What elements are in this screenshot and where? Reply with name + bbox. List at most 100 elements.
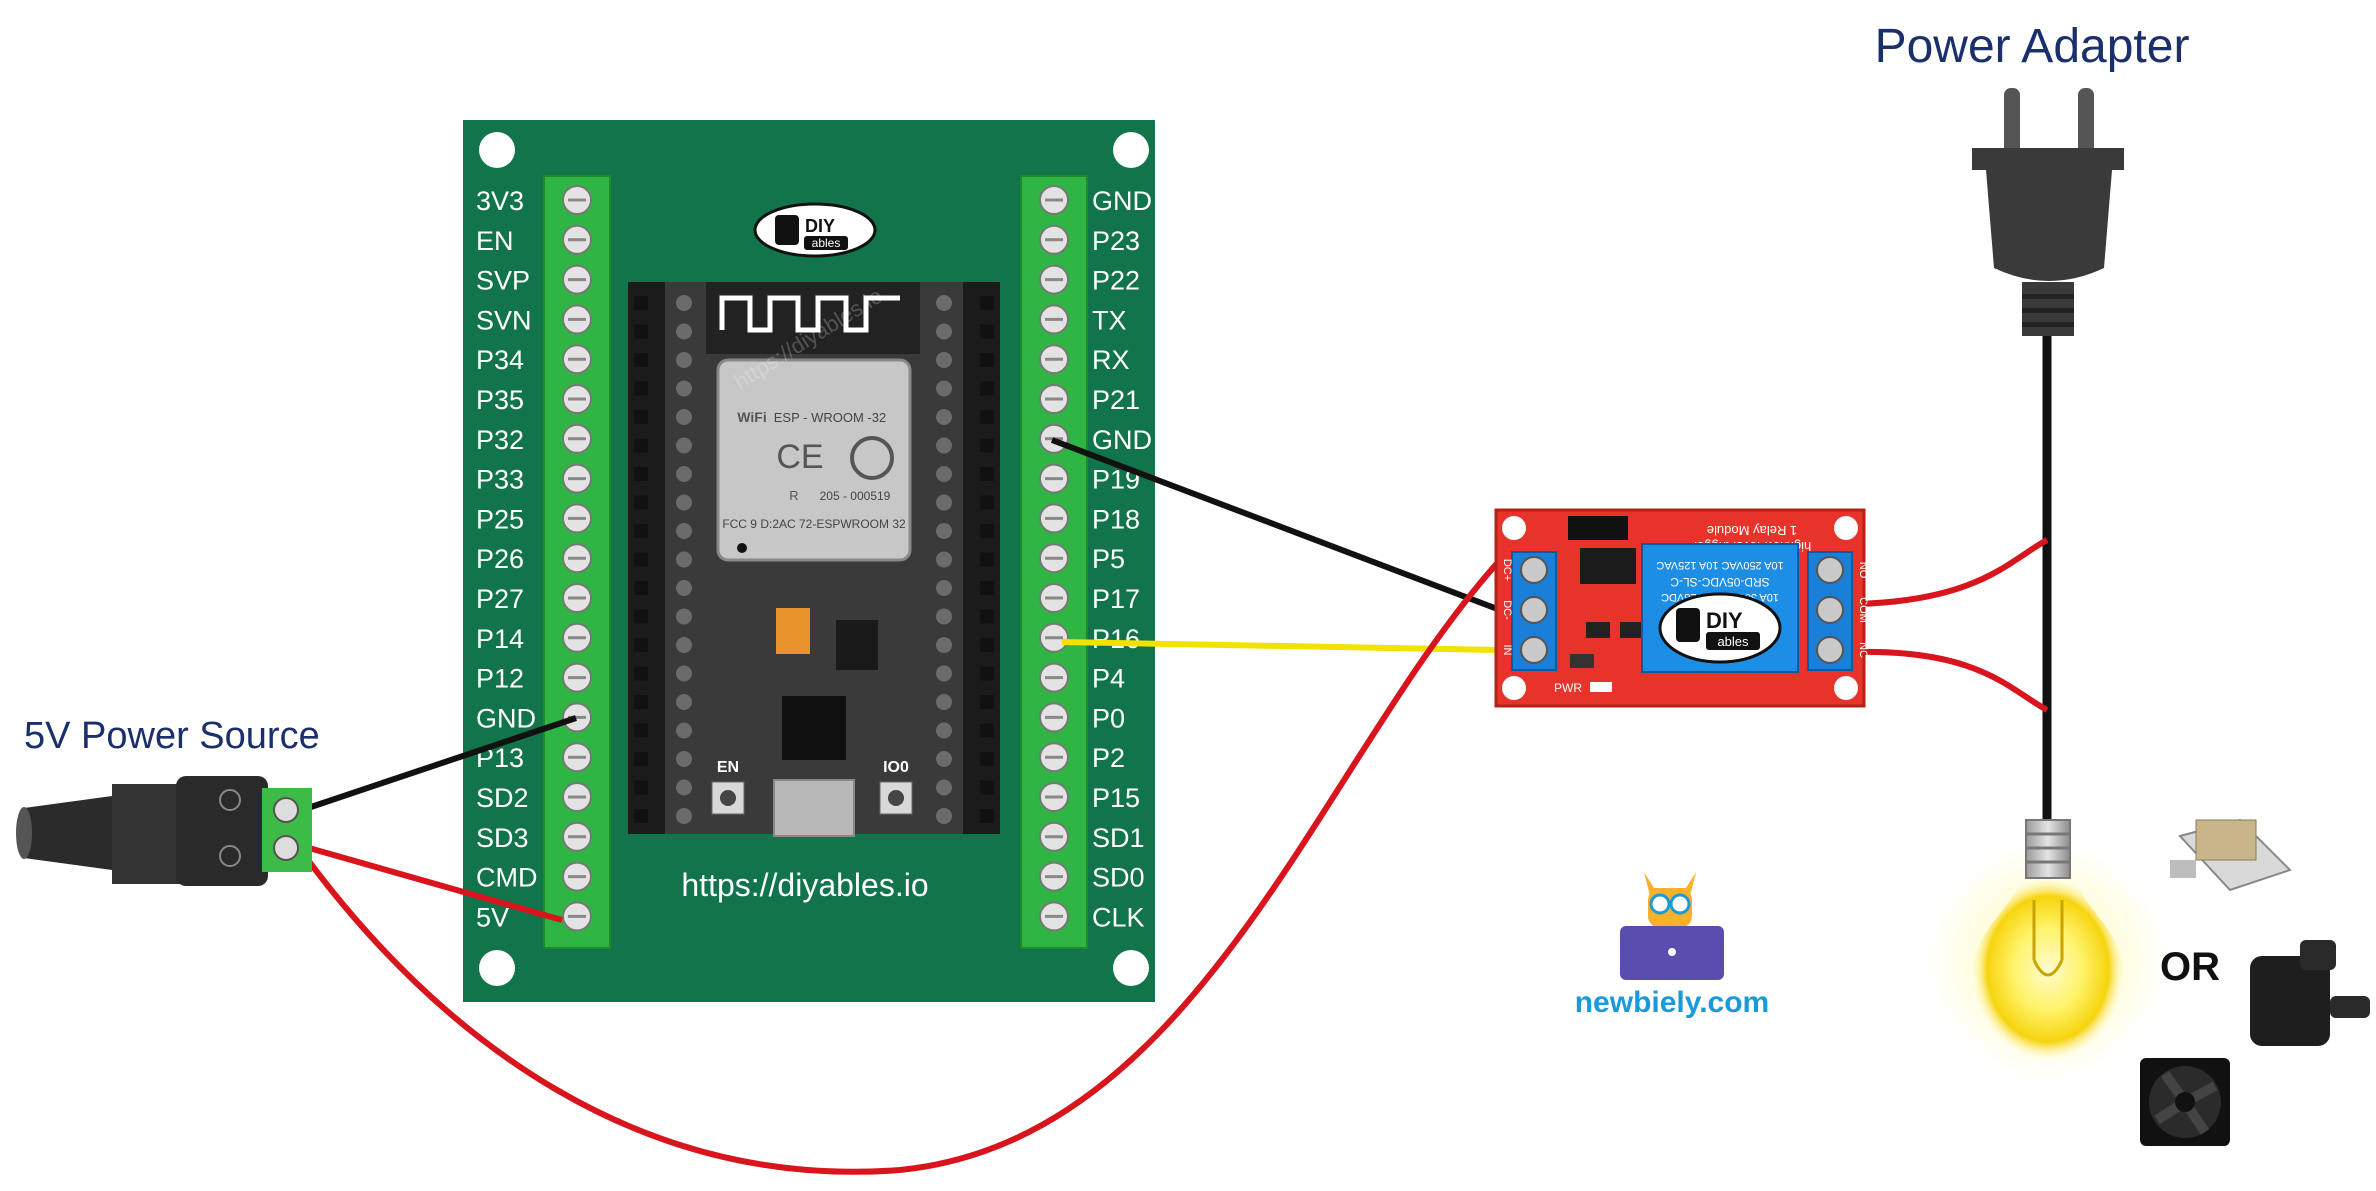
dc-barrel-jack bbox=[16, 776, 312, 886]
header-pad bbox=[676, 380, 692, 397]
right-pin-label: GND bbox=[1092, 425, 1152, 455]
header-pad bbox=[676, 409, 692, 425]
left-pin-label: 5V bbox=[476, 902, 509, 932]
header-pad bbox=[936, 494, 952, 511]
header-pad bbox=[936, 665, 952, 682]
wire-black-gnd-to-relay bbox=[1050, 437, 1502, 613]
left-pin-label: EN bbox=[476, 226, 514, 256]
header-pad bbox=[676, 665, 692, 682]
esp32-devkit: WiFi ESP - WROOM -32 CE R 205 - 000519 F… bbox=[628, 282, 1000, 837]
header-pin bbox=[634, 723, 648, 738]
header-pad bbox=[676, 352, 692, 368]
header-pad bbox=[936, 295, 952, 311]
left-pin-label: SVP bbox=[476, 266, 530, 296]
left-pin-label: SD3 bbox=[476, 823, 529, 853]
polarity-negative-icon bbox=[219, 789, 241, 811]
right-pin-label: P21 bbox=[1092, 385, 1140, 415]
wroom-wifi-mark: WiFi bbox=[737, 409, 766, 425]
header-pin bbox=[980, 381, 994, 396]
capacitor bbox=[776, 608, 810, 654]
header-pad bbox=[676, 779, 692, 796]
plug-prong-left bbox=[2004, 88, 2020, 158]
header-pad bbox=[676, 580, 692, 596]
left-pin-labels: 3V3ENSVPSVNP34P35P32P33P25P26P27P14P12GN… bbox=[476, 186, 538, 932]
wifi-icon bbox=[850, 436, 894, 480]
header-pad bbox=[676, 637, 692, 653]
header-pad bbox=[676, 608, 692, 625]
header-pin bbox=[980, 780, 994, 795]
header-pin bbox=[634, 324, 648, 339]
right-pin-label: SD1 bbox=[1092, 823, 1145, 853]
header-pad bbox=[936, 352, 952, 368]
header-pin bbox=[634, 410, 648, 424]
button-io0[interactable] bbox=[879, 781, 913, 815]
header-pad bbox=[676, 323, 692, 340]
header-pin bbox=[634, 581, 648, 595]
relay-pwr-label: PWR bbox=[1554, 681, 1582, 695]
header-pin bbox=[634, 695, 648, 709]
right-pin-label: P18 bbox=[1092, 504, 1140, 534]
header-pin bbox=[980, 524, 994, 538]
cooling-fan bbox=[2140, 1058, 2230, 1146]
header-pin bbox=[634, 381, 648, 396]
right-pin-label: P17 bbox=[1092, 584, 1140, 614]
pin-headers bbox=[634, 295, 994, 824]
header-pad bbox=[936, 580, 952, 596]
right-terminal-screws bbox=[1039, 185, 1069, 932]
left-pin-label: GND bbox=[476, 703, 536, 733]
board-diyables-logo: DIY ables bbox=[753, 202, 877, 258]
mount-hole-bl bbox=[479, 950, 515, 986]
header-pin bbox=[980, 752, 994, 766]
left-pin-label: SVN bbox=[476, 305, 532, 335]
polarity-positive-icon bbox=[219, 845, 241, 867]
water-pump bbox=[2250, 940, 2370, 1046]
header-pad bbox=[936, 466, 952, 482]
left-pin-label: P35 bbox=[476, 385, 524, 415]
header-pin bbox=[980, 438, 994, 453]
relay-input-pin-labels: DC+DC-IN bbox=[1501, 559, 1513, 656]
left-pin-label: P33 bbox=[476, 465, 524, 495]
header-pin bbox=[634, 609, 648, 624]
wroom-fcc: FCC 9 D:2AC 72-ESPWROOM 32 bbox=[722, 517, 906, 531]
right-pin-label: RX bbox=[1092, 345, 1130, 375]
header-pad bbox=[936, 380, 952, 397]
wroom-ce: CE bbox=[776, 438, 823, 476]
header-pad bbox=[936, 779, 952, 796]
header-pin bbox=[634, 524, 648, 538]
power-source-title: 5V Power Source bbox=[24, 715, 320, 757]
header-pin bbox=[634, 752, 648, 766]
left-pin-label: P32 bbox=[476, 425, 524, 455]
header-pad bbox=[936, 694, 952, 710]
header-pad bbox=[936, 637, 952, 653]
header-pin bbox=[980, 410, 994, 424]
header-pad bbox=[936, 551, 952, 568]
board-url: https://diyables.io bbox=[681, 867, 928, 903]
right-pin-label: P22 bbox=[1092, 266, 1140, 296]
header-pin bbox=[634, 638, 648, 652]
usb-port bbox=[773, 779, 855, 837]
left-pin-label: 3V3 bbox=[476, 186, 524, 216]
header-pad bbox=[676, 523, 692, 539]
usb-chip bbox=[782, 696, 846, 760]
header-pin bbox=[980, 353, 994, 367]
wroom-name: ESP - WROOM -32 bbox=[774, 410, 886, 425]
button-en[interactable] bbox=[711, 781, 745, 815]
board-logo-diy: DIY bbox=[805, 216, 835, 236]
wroom-shield bbox=[716, 358, 912, 562]
header-pad bbox=[676, 494, 692, 511]
header-pad bbox=[936, 409, 952, 425]
mains-wire-red-top bbox=[1857, 537, 2049, 607]
header-pin bbox=[634, 780, 648, 795]
header-pad bbox=[676, 722, 692, 739]
button-io0-label: IO0 bbox=[883, 759, 909, 776]
mount-hole-tr bbox=[1113, 132, 1149, 168]
relay-spec-2: 10A 250VAC 10A 125VAC bbox=[1656, 559, 1783, 571]
wire-red-source-to-relay bbox=[299, 557, 1503, 1175]
wire-red-source-5v bbox=[301, 843, 563, 923]
power-adapter-title: Power Adapter bbox=[1875, 20, 2190, 73]
regulator bbox=[836, 620, 878, 670]
header-pad bbox=[936, 608, 952, 625]
left-pin-label: P14 bbox=[476, 624, 524, 654]
newbiely-text: newbiely.com bbox=[1575, 986, 1770, 1019]
